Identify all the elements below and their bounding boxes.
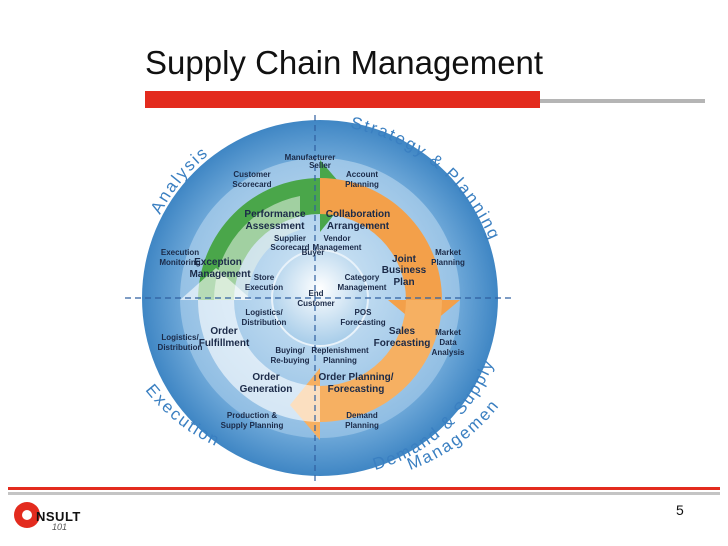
order-generation-label-1: Order <box>252 372 279 383</box>
vendor-management-label-2: Management <box>313 243 362 252</box>
demand-planning-label-2: Planning <box>345 421 379 430</box>
title-red-bar <box>145 91 540 108</box>
buyer-label: Buyer <box>302 248 325 257</box>
execution-monitoring-label-2: Monitoring <box>159 258 200 267</box>
market-data-label-3: Analysis <box>432 348 465 357</box>
joint-label-2: Business <box>382 265 427 276</box>
manufacturer-label: Manufacturer <box>285 153 336 162</box>
order-generation-label-2: Generation <box>240 384 293 395</box>
replenishment-label-2: Planning <box>323 356 357 365</box>
execution-monitoring-label-1: Execution <box>161 248 199 257</box>
joint-label-1: Joint <box>392 254 417 265</box>
logo-subtext: 101 <box>52 522 68 532</box>
market-planning-label-2: Planning <box>431 258 465 267</box>
center-label-customer: Customer <box>297 299 334 308</box>
logistics-outer-label-2: Distribution <box>158 343 203 352</box>
white-cycle-arrow <box>180 268 320 422</box>
customer-scorecard-label-1: Customer <box>233 170 270 179</box>
store-execution-label-2: Execution <box>245 283 283 292</box>
footer-red-line <box>8 487 720 490</box>
sales-forecasting-label-1: Sales <box>389 326 416 337</box>
production-supply-label-1: Production & <box>227 411 277 420</box>
account-planning-label-2: Planning <box>345 180 379 189</box>
consult-logo: NSULT 101 <box>10 500 80 540</box>
exception-label-1: Exception <box>194 257 242 268</box>
center-label-end: End <box>308 289 323 298</box>
pos-forecasting-label-1: POS <box>355 308 373 317</box>
account-planning-label-1: Account <box>346 170 378 179</box>
order-planning-label-1: Order Planning/ <box>318 372 393 383</box>
buying-label-2: Re-buying <box>270 356 309 365</box>
order-planning-label-2: Forecasting <box>328 384 385 395</box>
slide-title: Supply Chain Management <box>145 44 544 81</box>
green-arrow-highlight <box>214 196 300 300</box>
production-supply-label-2: Supply Planning <box>221 421 284 430</box>
market-data-label-2: Data <box>439 338 457 347</box>
performance-label-2: Assessment <box>246 221 306 232</box>
orange-cycle-arrow-bottom <box>290 300 442 440</box>
supplier-scorecard-label-1: Supplier <box>274 234 306 243</box>
joint-label-3: Plan <box>393 277 414 288</box>
orange-cycle-arrow-right <box>320 178 460 330</box>
supplier-scorecard-label-2: Scorecard <box>270 243 309 252</box>
sales-forecasting-label-2: Forecasting <box>374 338 431 349</box>
collaboration-label-1: Collaboration <box>326 209 390 220</box>
seller-label: Seller <box>309 161 331 170</box>
category-management-label-2: Management <box>338 283 387 292</box>
logistics-inner-label-2: Distribution <box>242 318 287 327</box>
customer-scorecard-label-2: Scorecard <box>232 180 271 189</box>
demand-planning-label-1: Demand <box>346 411 378 420</box>
market-planning-label-1: Market <box>435 248 461 257</box>
performance-label-1: Performance <box>244 209 306 220</box>
title-gray-bar <box>540 99 705 103</box>
exception-label-2: Management <box>189 269 251 280</box>
order-fulfillment-label-1: Order <box>210 326 237 337</box>
category-management-label-1: Category <box>345 273 380 282</box>
logistics-inner-label-1: Logistics/ <box>245 308 283 317</box>
replenishment-label-1: Replenishment <box>311 346 369 355</box>
store-execution-label-1: Store <box>254 273 275 282</box>
order-fulfillment-label-2: Fulfillment <box>199 338 250 349</box>
logo-text: NSULT <box>36 509 81 524</box>
logistics-outer-label-1: Logistics/ <box>161 333 199 342</box>
market-data-label-1: Market <box>435 328 461 337</box>
buying-label-1: Buying/ <box>275 346 305 355</box>
collaboration-label-2: Arrangement <box>327 221 390 232</box>
logo-circle-icon <box>14 502 40 528</box>
page-number: 5 <box>676 502 684 518</box>
footer-gray-line <box>8 492 720 495</box>
vendor-management-label-1: Vendor <box>323 234 350 243</box>
pos-forecasting-label-2: Forecasting <box>340 318 385 327</box>
